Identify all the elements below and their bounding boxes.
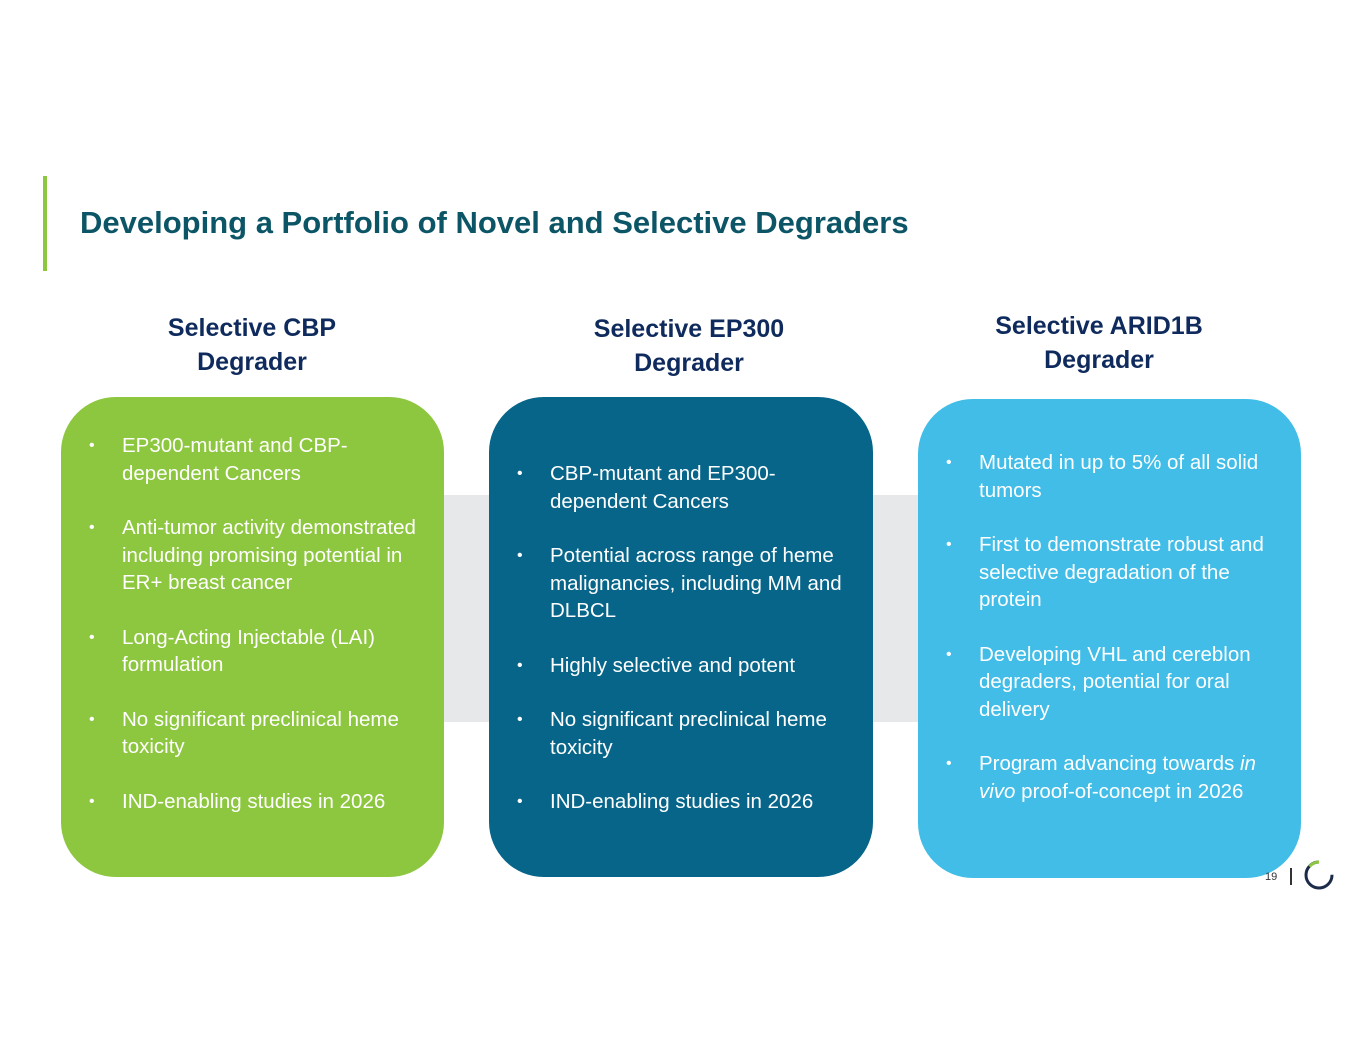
- bullet-text: CBP-mutant and EP300-dependent Cancers: [550, 462, 776, 513]
- bullet-text: proof-of-concept in 2026: [1015, 779, 1244, 803]
- bullet-text: Long-Acting Injectable (LAI) formulation: [122, 625, 375, 677]
- ring-logo-icon: [1304, 860, 1334, 890]
- bullet-icon: •: [89, 792, 95, 810]
- slide-title: Developing a Portfolio of Novel and Sele…: [80, 205, 909, 240]
- bullet-text: Potential across range of heme malignanc…: [550, 544, 842, 622]
- bullet-item: • Developing VHL and cereblon degraders, …: [918, 641, 1291, 724]
- bullet-icon: •: [517, 656, 523, 674]
- bullet-text: IND-enabling studies in 2026: [122, 789, 386, 813]
- bullet-icon: •: [517, 711, 523, 728]
- bullet-icon: •: [89, 519, 95, 536]
- bullet-icon: •: [89, 628, 95, 646]
- bullet-item: • IND-enabling studies in 2026: [61, 788, 434, 816]
- bullet-item: • No significant preclinical heme toxicit…: [489, 706, 863, 761]
- card-ep300-degrader: •CBP-mutant and EP300-dependent Cancers•…: [489, 397, 873, 877]
- bullet-item: • Mutated in up to 5% of all solid tumors: [918, 449, 1291, 504]
- bullet-item: • No significant preclinical heme toxicit…: [61, 706, 434, 761]
- footer-divider: [1290, 868, 1292, 885]
- bullet-text: Program advancing towards: [979, 752, 1240, 775]
- title-accent-bar: [43, 176, 47, 271]
- bullet-item: • Anti-tumor activity demonstrated includ…: [61, 514, 434, 597]
- bullet-list: •EP300-mutant and CBP-dependent Cancers•…: [61, 432, 434, 815]
- bullet-icon: •: [946, 645, 952, 663]
- bullet-icon: •: [946, 755, 952, 772]
- column-heading-arid1b: Selective ARID1B Degrader: [995, 312, 1203, 374]
- bullet-list: •CBP-mutant and EP300-dependent Cancers•…: [489, 460, 863, 816]
- bullet-item: • Long-Acting Injectable (LAI) formulatio…: [61, 624, 434, 679]
- bullet-text: Highly selective and potent: [550, 653, 796, 677]
- bullet-item: • Highly selective and potent: [489, 652, 863, 680]
- bullet-icon: •: [517, 465, 523, 482]
- bullet-text-italic: in vivo: [979, 752, 1256, 803]
- bullet-text: IND-enabling studies in 2026: [550, 790, 814, 813]
- bullet-item: • CBP-mutant and EP300-dependent Cancers: [489, 460, 863, 515]
- page-number: 19: [1265, 871, 1278, 883]
- logo-ring-green: [1308, 860, 1320, 868]
- bullet-text: First to demonstrate robust and selectiv…: [979, 533, 1264, 611]
- bullet-icon: •: [946, 536, 952, 553]
- bullet-icon: •: [89, 710, 95, 728]
- bullet-item: • First to demonstrate robust and selecti…: [918, 531, 1291, 614]
- bullet-text: No significant preclinical heme toxicity: [550, 708, 827, 759]
- bullet-text: Anti-tumor activity demonstrated includi…: [122, 516, 416, 594]
- card-arid1b-degrader: • Mutated in up to 5% of all solid tumors…: [918, 399, 1301, 878]
- column-heading-cbp: Selective CBP Degrader: [167, 314, 337, 376]
- bullet-text: Mutated in up to 5% of all solid tumors: [979, 451, 1259, 502]
- bullet-text: Developing VHL and cereblon degraders, p…: [979, 642, 1251, 721]
- bullet-icon: •: [946, 454, 952, 471]
- bullet-list: • Mutated in up to 5% of all solid tumors…: [918, 449, 1291, 805]
- bullet-item: • Potential across range of heme malignan…: [489, 542, 863, 625]
- bullet-icon: •: [89, 437, 95, 454]
- card-cbp-degrader: •EP300-mutant and CBP-dependent Cancers•…: [61, 397, 444, 877]
- bullet-icon: •: [517, 547, 523, 564]
- column-heading-ep300: Selective EP300 Degrader: [593, 315, 785, 377]
- bullet-text: No significant preclinical heme toxicity: [122, 707, 399, 759]
- bullet-item: • EP300-mutant and CBP-dependent Cancers: [61, 432, 434, 487]
- bullet-text: EP300-mutant and CBP-dependent Cancers: [122, 434, 348, 485]
- bullet-icon: •: [517, 793, 523, 810]
- bullet-item: • IND-enabling studies in 2026: [489, 788, 863, 816]
- bullet-item: • Program advancing towards in vivo proof…: [918, 750, 1291, 805]
